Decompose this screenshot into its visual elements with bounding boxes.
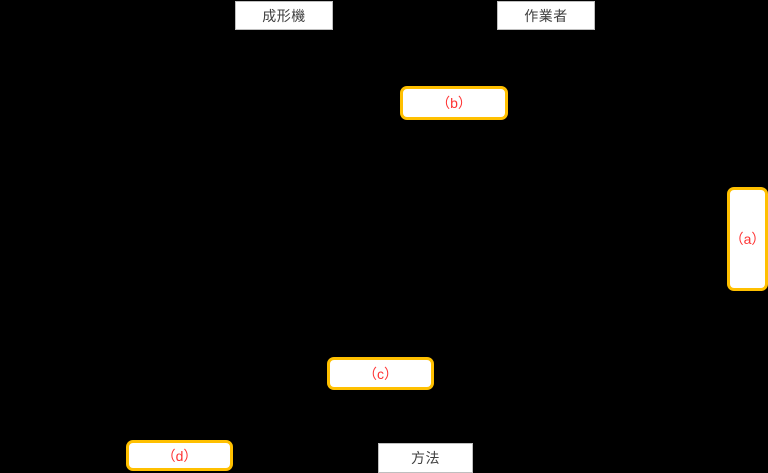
blank-box-b[interactable]: （b）	[400, 86, 508, 120]
blank-box-d[interactable]: （d）	[126, 440, 233, 471]
category-box-molding-machine[interactable]: 成形機	[235, 1, 333, 30]
category-box-method[interactable]: 方法	[378, 443, 473, 473]
category-box-method-label: 方法	[411, 450, 440, 466]
blank-box-c-label: （c）	[363, 365, 398, 382]
category-box-operator-label: 作業者	[524, 7, 568, 24]
blank-box-c[interactable]: （c）	[327, 357, 434, 390]
blank-box-b-label: （b）	[436, 95, 472, 111]
blank-box-a-label: （a）	[729, 231, 766, 247]
blank-box-d-label: （d）	[161, 447, 198, 464]
blank-box-a[interactable]: （a）	[727, 187, 768, 291]
category-box-operator[interactable]: 作業者	[497, 1, 595, 30]
category-box-molding-machine-label: 成形機	[262, 7, 306, 24]
